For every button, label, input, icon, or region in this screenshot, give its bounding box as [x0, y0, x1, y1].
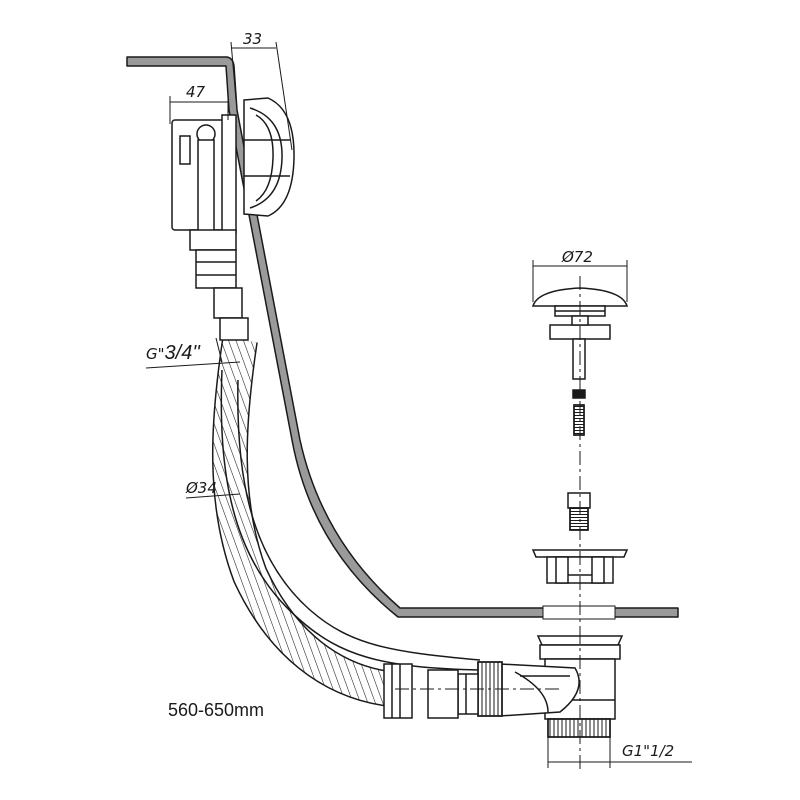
- outlet-body: [499, 635, 624, 738]
- overflow-rosette: [243, 97, 295, 217]
- dim-47-label: 47: [186, 83, 206, 101]
- plug-stem-insert: [567, 492, 591, 531]
- floor-drain-hole: [542, 605, 616, 620]
- corrugated-hose: [212, 337, 402, 708]
- bathtub-wall: [126, 56, 679, 618]
- dimension-33: [230, 41, 293, 151]
- length-range-label: 560-650mm: [168, 700, 264, 720]
- plug-spindle: [572, 338, 586, 436]
- dimension-72: [532, 260, 628, 302]
- dim-33-label: 33: [243, 30, 262, 48]
- outlet-connector: [427, 661, 503, 719]
- center-lines: [395, 276, 581, 770]
- dimension-47: [169, 96, 229, 124]
- dim-thread-3-4-label: G"3/4'': [146, 342, 201, 364]
- dim-g1-1-2-label: G1"1/2: [622, 742, 674, 760]
- dim-hose-34-label: Ø34: [185, 479, 217, 497]
- dim-thread-size: 3/4'': [165, 342, 202, 364]
- dimension-g1-1-2: [547, 737, 692, 768]
- hose-nut: [383, 663, 413, 719]
- dim-72-label: Ø72: [561, 248, 593, 266]
- dimension-thread-3-4: [145, 337, 241, 369]
- dimension-hose-34: [185, 493, 241, 499]
- dim-thread-prefix: G": [146, 345, 165, 363]
- overflow-body: [171, 114, 249, 341]
